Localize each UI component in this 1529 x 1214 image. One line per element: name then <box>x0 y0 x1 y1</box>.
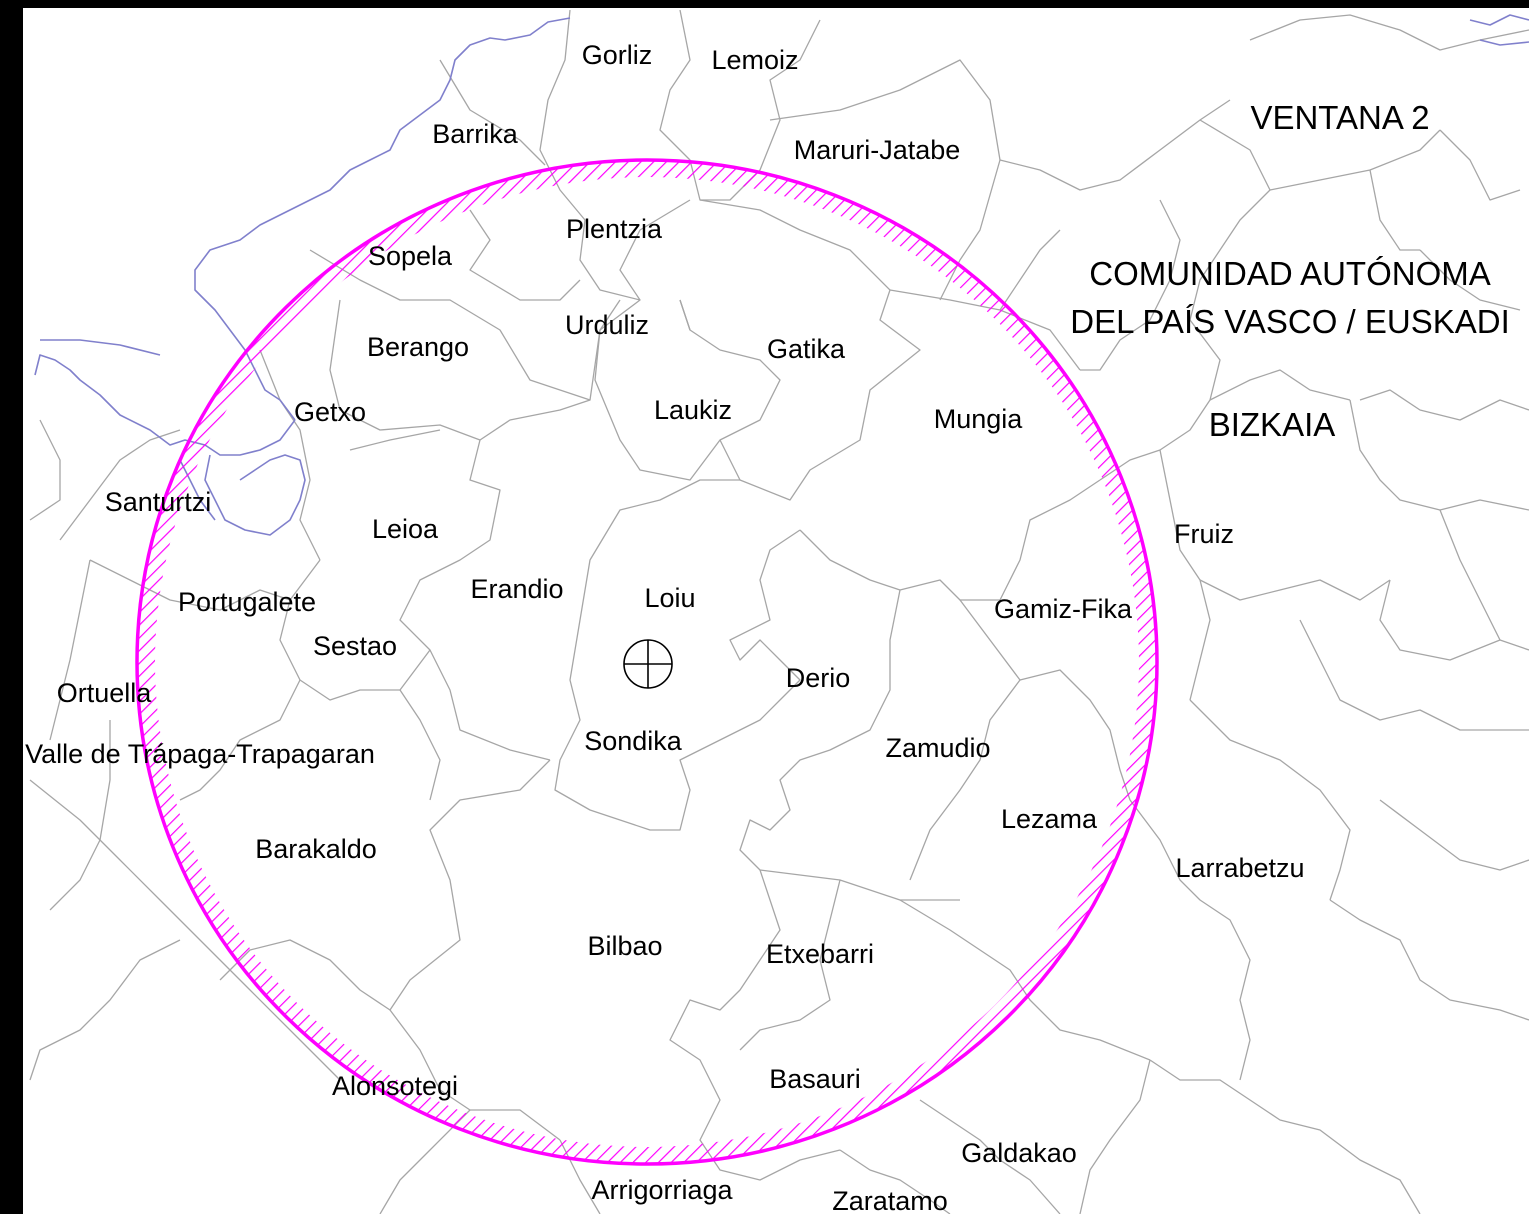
municipality-label: Mungia <box>934 404 1024 434</box>
municipality-label: Sestao <box>313 631 397 661</box>
municipality-label: Valle de Trápaga-Trapagaran <box>25 739 375 769</box>
municipality-label: Leioa <box>372 514 439 544</box>
municipality-label: Gatika <box>767 334 846 364</box>
municipality-label: Sondika <box>584 726 683 756</box>
municipality-label: Ortuella <box>57 678 153 708</box>
municipality-label: Plentzia <box>566 214 663 244</box>
municipality-label: Larrabetzu <box>1175 853 1304 883</box>
region-label-line1: COMUNIDAD AUTÓNOMA <box>1089 255 1491 292</box>
region-labels: VENTANA 2 COMUNIDAD AUTÓNOMA DEL PAÍS VA… <box>1070 99 1510 443</box>
municipality-label: Lezama <box>1001 804 1098 834</box>
buffer-outer-circle <box>135 158 1159 1166</box>
map-canvas <box>23 8 1529 1214</box>
municipality-label: Portugalete <box>178 587 316 617</box>
municipality-label: Berango <box>367 332 469 362</box>
map-frame-left <box>0 0 23 1214</box>
municipality-label: Lemoiz <box>711 45 798 75</box>
municipality-label: Sopela <box>368 241 453 271</box>
municipality-label: Laukiz <box>654 395 732 425</box>
municipality-label: Arrigorriaga <box>591 1175 733 1205</box>
municipality-label: Bilbao <box>587 931 662 961</box>
municipality-label: Etxebarri <box>766 939 874 969</box>
province-label: BIZKAIA <box>1209 406 1336 443</box>
window-label: VENTANA 2 <box>1250 99 1429 136</box>
municipality-label: Santurtzi <box>105 487 212 517</box>
municipality-label: Zamudio <box>885 733 990 763</box>
municipality-label: Urduliz <box>565 310 649 340</box>
airport-reference-point-icon <box>623 639 673 689</box>
municipality-label: Derio <box>786 663 851 693</box>
municipality-label: Gamiz-Fika <box>994 594 1133 624</box>
municipality-labels: Gorliz Lemoiz Barrika Maruri-Jatabe Plen… <box>25 40 1304 1214</box>
municipality-label: Loiu <box>644 583 695 613</box>
municipality-label: Galdakao <box>961 1138 1077 1168</box>
municipality-label: Maruri-Jatabe <box>794 135 961 165</box>
municipality-label: Barakaldo <box>255 834 377 864</box>
municipality-label: Erandio <box>470 574 563 604</box>
municipality-label: Barrika <box>432 119 519 149</box>
municipal-boundaries <box>29 10 1529 1214</box>
municipality-label: Getxo <box>294 397 366 427</box>
municipality-label: Fruiz <box>1174 519 1234 549</box>
municipality-label: Basauri <box>769 1064 861 1094</box>
map-frame-top <box>0 0 1529 8</box>
municipality-label: Gorliz <box>582 40 653 70</box>
region-label-line2: DEL PAÍS VASCO / EUSKADI <box>1070 303 1510 340</box>
municipality-label: Zaratamo <box>832 1186 948 1214</box>
municipality-label: Alonsotegi <box>332 1071 458 1101</box>
